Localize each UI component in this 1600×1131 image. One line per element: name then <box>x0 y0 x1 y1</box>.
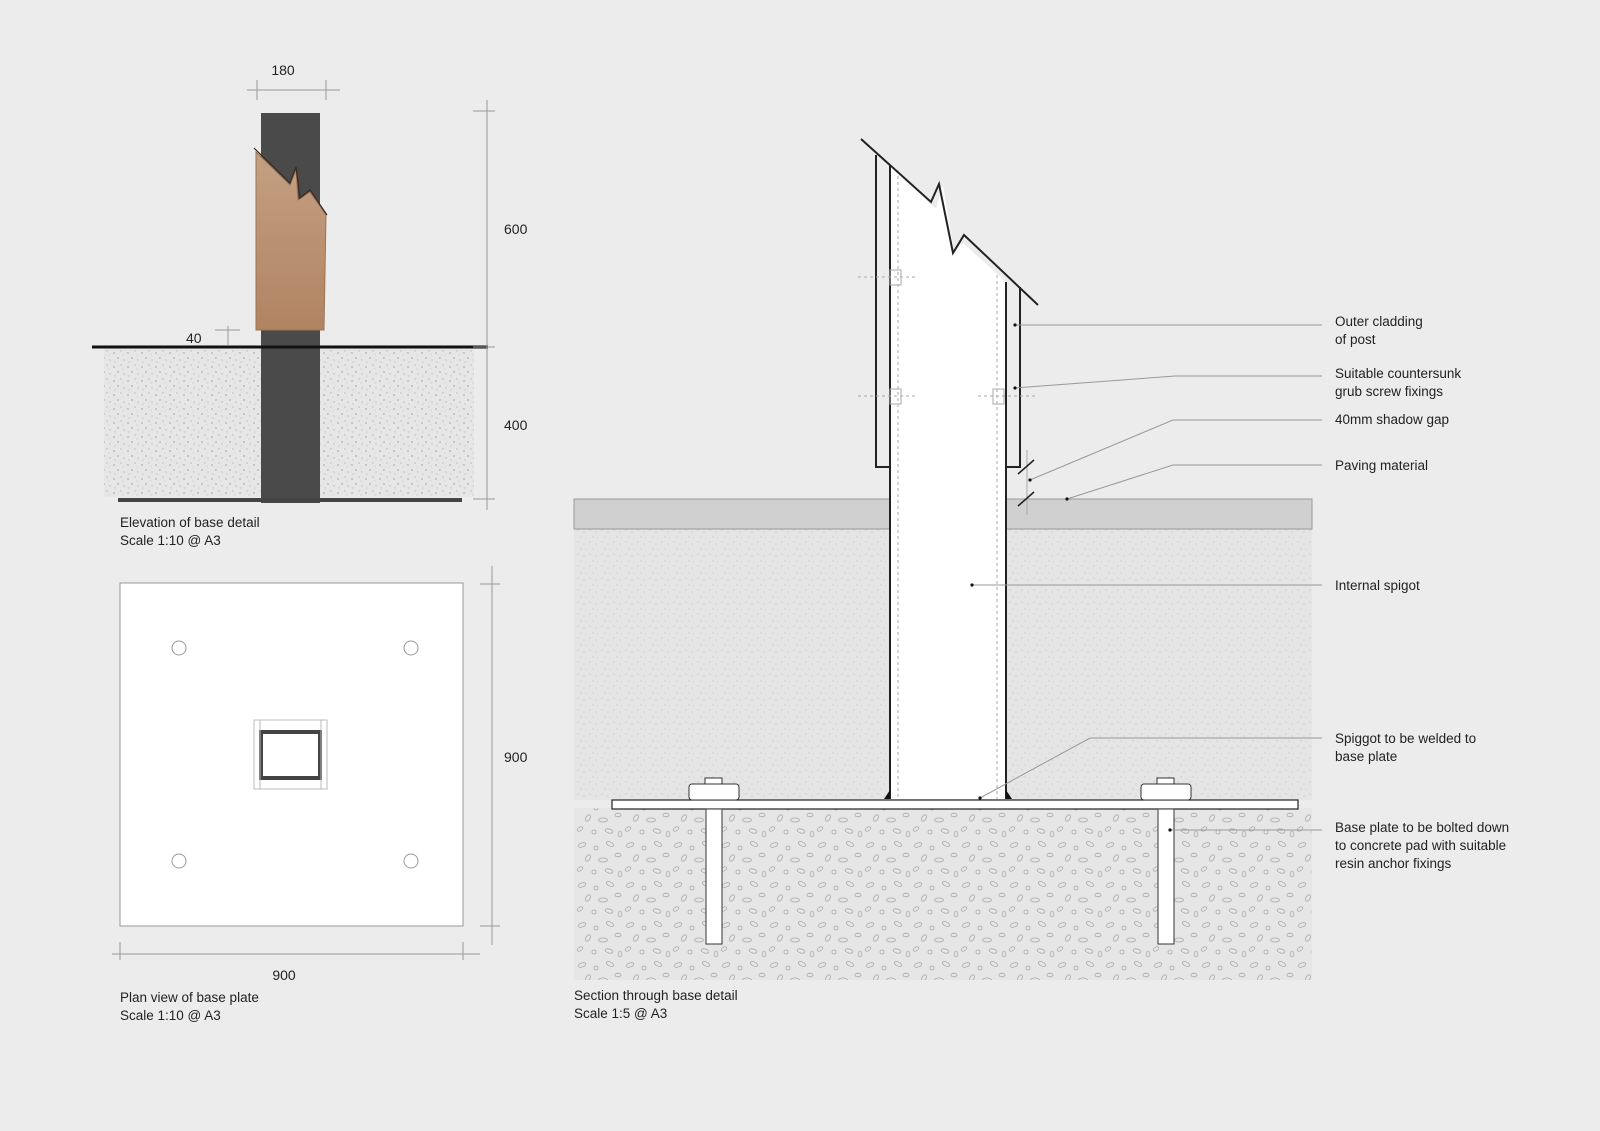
anchor-bolt-right <box>1157 808 1175 945</box>
annotation-internal-spigot: Internal spigot <box>1335 578 1420 593</box>
plan-dim-height: 900 <box>504 749 528 765</box>
base-plate-section <box>611 799 1299 810</box>
dim-above-ground: 600 <box>504 221 528 237</box>
svg-text:to concrete pad with suitable: to concrete pad with suitable <box>1335 838 1506 853</box>
dim-width: 180 <box>271 62 295 78</box>
bolt-hole-icon <box>171 640 187 656</box>
spigot <box>890 166 1006 799</box>
dim-below-ground: 400 <box>504 417 528 433</box>
svg-text:Suitable countersunk: Suitable countersunk <box>1335 366 1461 381</box>
elevation-scale: Scale 1:10 @ A3 <box>120 533 221 548</box>
bolt-hole-icon <box>171 853 187 869</box>
annotation-spigot-welded: Spiggot to be welded to base plate <box>1335 731 1476 764</box>
svg-text:base plate: base plate <box>1335 749 1397 764</box>
svg-text:Internal spigot: Internal spigot <box>1335 578 1420 593</box>
annotation-shadow-gap: 40mm shadow gap <box>1335 412 1449 427</box>
svg-text:40mm shadow gap: 40mm shadow gap <box>1335 412 1449 427</box>
outer-cladding-left <box>875 155 890 468</box>
plan-scale: Scale 1:10 @ A3 <box>120 1008 221 1023</box>
plan-drawing: 900 900 Plan view of base plate Scale 1:… <box>112 566 528 1023</box>
section-title: Section through base detail <box>574 988 738 1003</box>
concrete-pad-fill <box>574 808 1312 980</box>
bolt-hole-icon <box>403 853 419 869</box>
svg-text:Outer cladding: Outer cladding <box>1335 314 1423 329</box>
annotation-paving: Paving material <box>1335 458 1428 473</box>
annotation-outer-cladding: Outer cladding of post <box>1335 314 1423 347</box>
svg-text:Base plate to be bolted down: Base plate to be bolted down <box>1335 820 1509 835</box>
cladding <box>255 150 327 331</box>
anchor-bolt-left <box>705 808 723 945</box>
annotation-grub-screws: Suitable countersunk grub screw fixings <box>1335 366 1461 399</box>
plan-title: Plan view of base plate <box>120 990 259 1005</box>
svg-text:of post: of post <box>1335 332 1376 347</box>
svg-text:resin anchor fixings: resin anchor fixings <box>1335 856 1452 871</box>
bolt-hole-icon <box>403 640 419 656</box>
elevation-title: Elevation of base detail <box>120 515 260 530</box>
post-section <box>259 730 322 780</box>
elevation-drawing: 180 600 400 40 Elevation of base detail … <box>92 62 528 548</box>
plan-dim-width: 900 <box>272 967 296 983</box>
dim-shadow-gap: 40 <box>186 330 202 346</box>
outer-cladding-right <box>1006 287 1021 468</box>
svg-text:Spiggot to be welded to: Spiggot to be welded to <box>1335 731 1476 746</box>
break-line <box>860 138 1039 306</box>
section-drawing: Outer cladding of post Suitable counters… <box>573 138 1509 1021</box>
section-scale: Scale 1:5 @ A3 <box>574 1006 667 1021</box>
grub-screw-icon <box>858 269 1038 405</box>
svg-text:Paving material: Paving material <box>1335 458 1428 473</box>
svg-text:grub screw fixings: grub screw fixings <box>1335 384 1443 399</box>
annotation-base-plate-bolted: Base plate to be bolted down to concrete… <box>1335 820 1509 871</box>
